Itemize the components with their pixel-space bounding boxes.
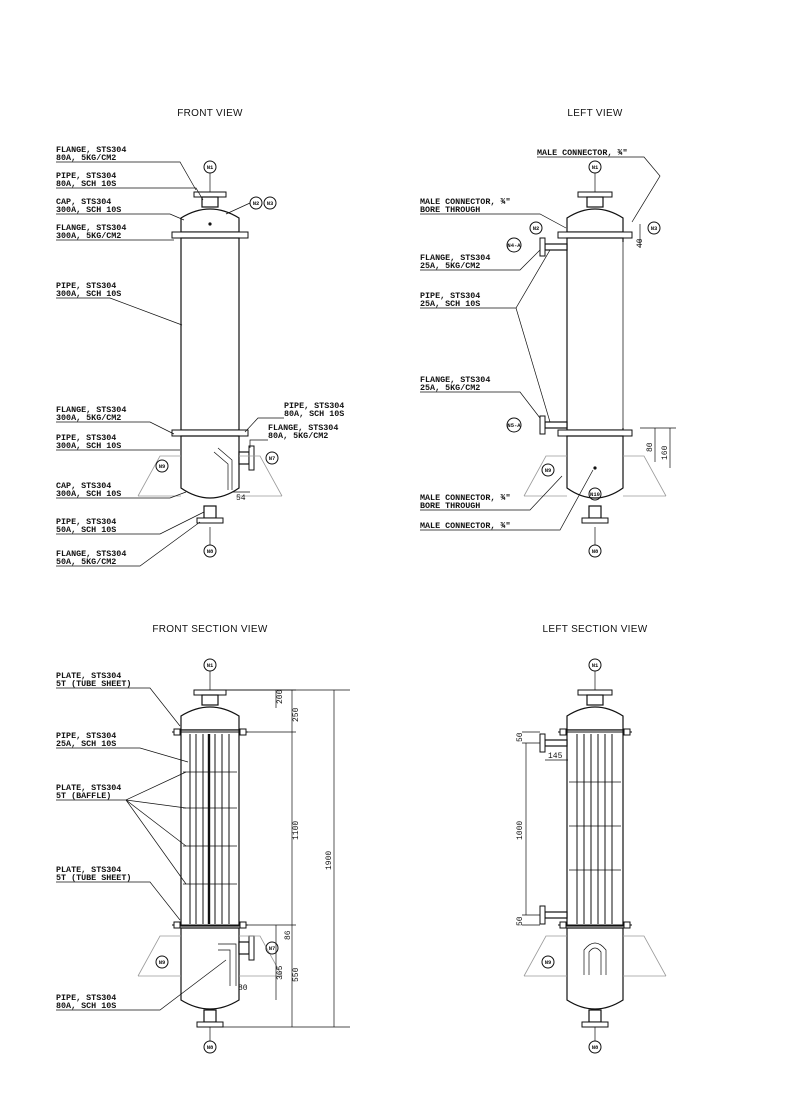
tag-n8-section: N8 [207,1044,214,1051]
section-label-1a: PLATE, STS304 [56,671,121,681]
front-label-3b: 300A, SCH 10S [56,205,121,215]
left-label-pipe-25a-a: PIPE, STS304 [420,291,480,301]
section-label-3b: 5T (BAFFLE) [56,791,111,801]
front-label-5b: 300A, SCH 10S [56,289,121,299]
left-label-male-bottom-bore-2: BORE THROUGH [420,501,480,511]
front-right-label-2a: FLANGE, STS304 [268,423,338,433]
section-dim-550: 550 [292,967,301,982]
left-dim-40: 40 [636,238,645,248]
front-dim-54: 54 [236,494,246,503]
front-section-labels: PLATE, STS304 5T (TUBE SHEET) PIPE, STS3… [56,671,227,1011]
front-section-view: 200 250 1100 1900 86 365 550 80 [137,689,350,1028]
tag-n1-left-section: N1 [592,662,599,669]
front-label-5a: PIPE, STS304 [56,281,116,291]
section-label-2b: 25A, SCH 10S [56,739,116,749]
front-label-7b: 300A, SCH 10S [56,441,121,451]
left-section-dim-50a: 50 [516,732,525,742]
left-label-male-bore-2: BORE THROUGH [420,205,480,215]
left-view: 40 80 160 [523,191,676,524]
left-section-dim-1000: 1000 [516,821,525,840]
left-dim-80: 80 [646,442,655,452]
tag-n8-left: N8 [592,548,599,555]
left-dim-160: 160 [661,445,670,460]
section-label-5a: PIPE, STS304 [56,993,116,1003]
front-label-4b: 300A, 5KG/CM2 [56,231,121,241]
tag-n9-section: N9 [159,959,166,966]
front-label-7a: PIPE, STS304 [56,433,116,443]
front-label-1b: 80A, 5KG/CM2 [56,153,116,163]
front-label-10a: FLANGE, STS304 [56,549,126,559]
tag-n9-left-section: N9 [545,959,552,966]
left-section-dim-50b: 50 [516,916,525,926]
front-label-4a: FLANGE, STS304 [56,223,126,233]
section-dim-1100: 1100 [292,821,301,840]
front-label-10b: 50A, 5KG/CM2 [56,557,116,567]
left-label-male-bottom-bore-1: MALE CONNECTOR, ¾" [420,493,510,503]
tag-n9-left: N9 [545,467,552,474]
left-view-title: LEFT VIEW [567,108,623,119]
tag-n4a-left: N4-A [507,242,521,249]
left-section-view-title: LEFT SECTION VIEW [543,624,648,635]
front-section-view-title: FRONT SECTION VIEW [152,624,267,635]
front-view-labels: FLANGE, STS304 80A, 5KG/CM2 PIPE, STS304… [56,145,344,567]
front-label-2b: 80A, SCH 10S [56,179,116,189]
tag-n1-left: N1 [592,164,599,171]
front-label-8b: 300A, SCH 10S [56,489,121,499]
tag-n10-left: N10 [590,491,600,498]
left-label-male-bottom: MALE CONNECTOR, ¾" [420,521,510,531]
tag-n8-left-section: N8 [592,1044,599,1051]
section-label-4b: 5T (TUBE SHEET) [56,873,131,883]
tag-n2-left: N2 [533,225,540,232]
nozzle-tags: N1 N2 N3 N9 N7 N8 N1 N2 N3 N4-A N5-A N9 … [155,160,661,1054]
tag-n3-left: N3 [651,225,658,232]
section-dim-1900: 1900 [325,851,334,870]
front-label-8a: CAP, STS304 [56,481,111,491]
left-label-male-top: MALE CONNECTOR, ¾" [537,148,627,158]
tag-n7-front: N7 [269,455,276,462]
front-label-2a: PIPE, STS304 [56,171,116,181]
front-label-1a: FLANGE, STS304 [56,145,126,155]
left-section-view: 50 145 1000 50 [516,689,667,1028]
tag-n1-section: N1 [207,662,214,669]
left-view-labels: MALE CONNECTOR, ¾" MALE CONNECTOR, ¾" BO… [420,148,661,531]
tag-n1-front: N1 [207,164,214,171]
front-view-title: FRONT VIEW [177,108,243,119]
section-label-5b: 80A, SCH 10S [56,1001,116,1011]
front-right-label-1b: 80A, SCH 10S [284,409,344,419]
section-dim-200: 200 [276,689,285,704]
left-label-pipe-25a-b: 25A, SCH 10S [420,299,480,309]
front-label-6b: 300A, 5KG/CM2 [56,413,121,423]
left-label-flange-25a-1a: FLANGE, STS304 [420,253,490,263]
tag-n8-front: N8 [207,548,214,555]
section-label-1b: 5T (TUBE SHEET) [56,679,131,689]
tag-n3-front: N3 [267,200,274,207]
tag-n7-section: N7 [269,945,276,952]
left-label-flange-25a-2b: 25A, 5KG/CM2 [420,383,480,393]
front-label-9b: 50A, SCH 10S [56,525,116,535]
front-label-6a: FLANGE, STS304 [56,405,126,415]
tag-n9-front: N9 [159,463,166,470]
front-right-label-1a: PIPE, STS304 [284,401,344,411]
section-label-3a: PLATE, STS304 [56,783,121,793]
front-label-3a: CAP, STS304 [56,197,111,207]
tag-n2-front: N2 [253,200,260,207]
left-label-flange-25a-2a: FLANGE, STS304 [420,375,490,385]
section-dim-80: 80 [238,984,248,993]
section-label-4a: PLATE, STS304 [56,865,121,875]
front-view: 54 [137,191,283,524]
tag-n5a-left: N5-A [507,422,521,429]
left-label-flange-25a-1b: 25A, 5KG/CM2 [420,261,480,271]
section-dim-365: 365 [276,965,285,980]
section-label-2a: PIPE, STS304 [56,731,116,741]
section-dim-86: 86 [284,930,293,940]
section-dim-250: 250 [292,707,301,722]
front-label-9a: PIPE, STS304 [56,517,116,527]
left-label-male-bore-1: MALE CONNECTOR, ¾" [420,197,510,207]
left-section-dim-145: 145 [548,752,563,761]
front-right-label-2b: 80A, 5KG/CM2 [268,431,328,441]
